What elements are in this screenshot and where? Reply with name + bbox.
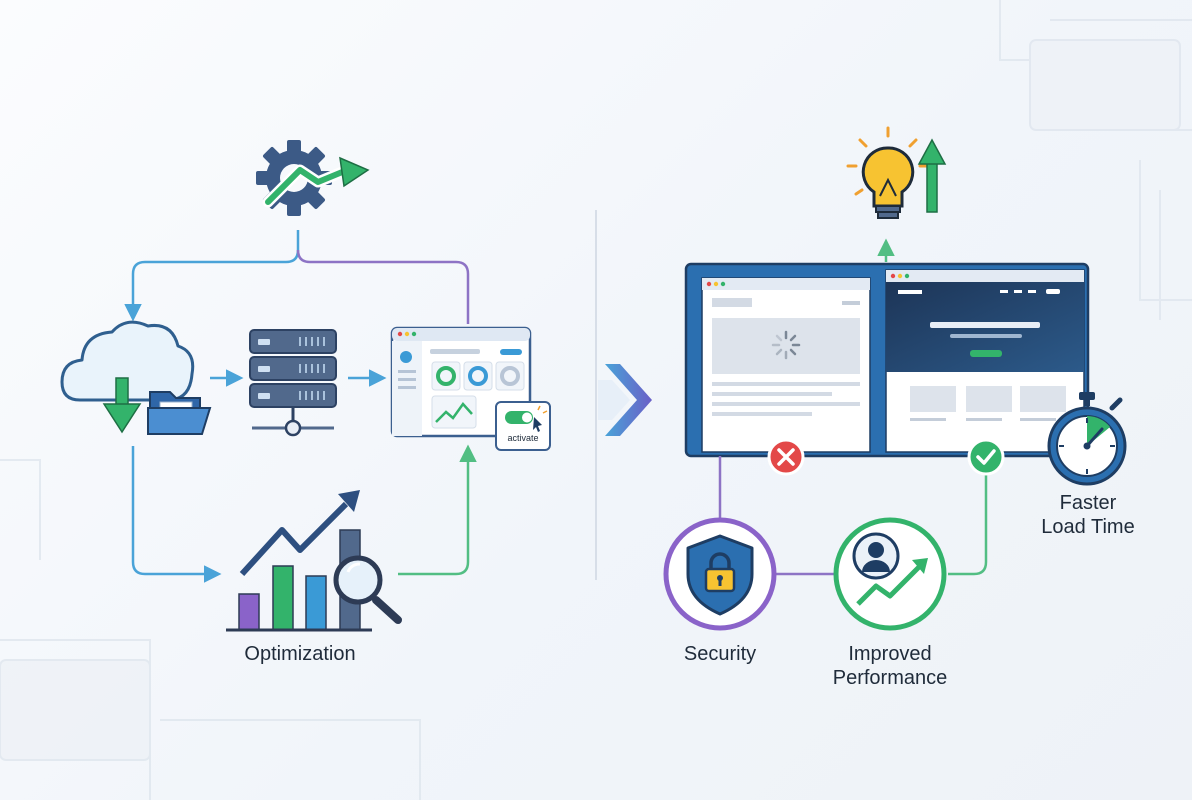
security-label: Security: [683, 643, 757, 665]
error-x-icon: [767, 438, 805, 476]
gear-arrow-icon: [256, 140, 370, 216]
up-arrow-icon: [917, 138, 947, 213]
activate-label: activate: [507, 433, 539, 443]
loading-spinner-icon: [771, 330, 801, 360]
lightbulb-icon: [846, 126, 930, 219]
faster-load-time-label: Faster Load Time: [1041, 492, 1135, 538]
user-growth-icon: [833, 517, 947, 631]
fast-website-window-icon: [885, 269, 1085, 453]
stopwatch-icon: [1047, 392, 1127, 486]
magnifier-icon: [333, 555, 402, 624]
cloud-download-icon: [60, 320, 195, 434]
server-icon: [249, 329, 337, 437]
slow-browser-window-icon: [701, 277, 871, 453]
improved-performance-label: Improved Performance: [832, 643, 948, 689]
activate-toggle-icon: [495, 401, 551, 451]
transition-chevron-icon: [598, 364, 652, 436]
right-connectors: [718, 456, 988, 576]
success-check-icon: [967, 438, 1005, 476]
left-connectors: [124, 230, 477, 583]
shield-lock-icon: [663, 517, 777, 631]
folder-icon: [147, 391, 212, 435]
optimization-label: Optimization: [244, 643, 356, 665]
